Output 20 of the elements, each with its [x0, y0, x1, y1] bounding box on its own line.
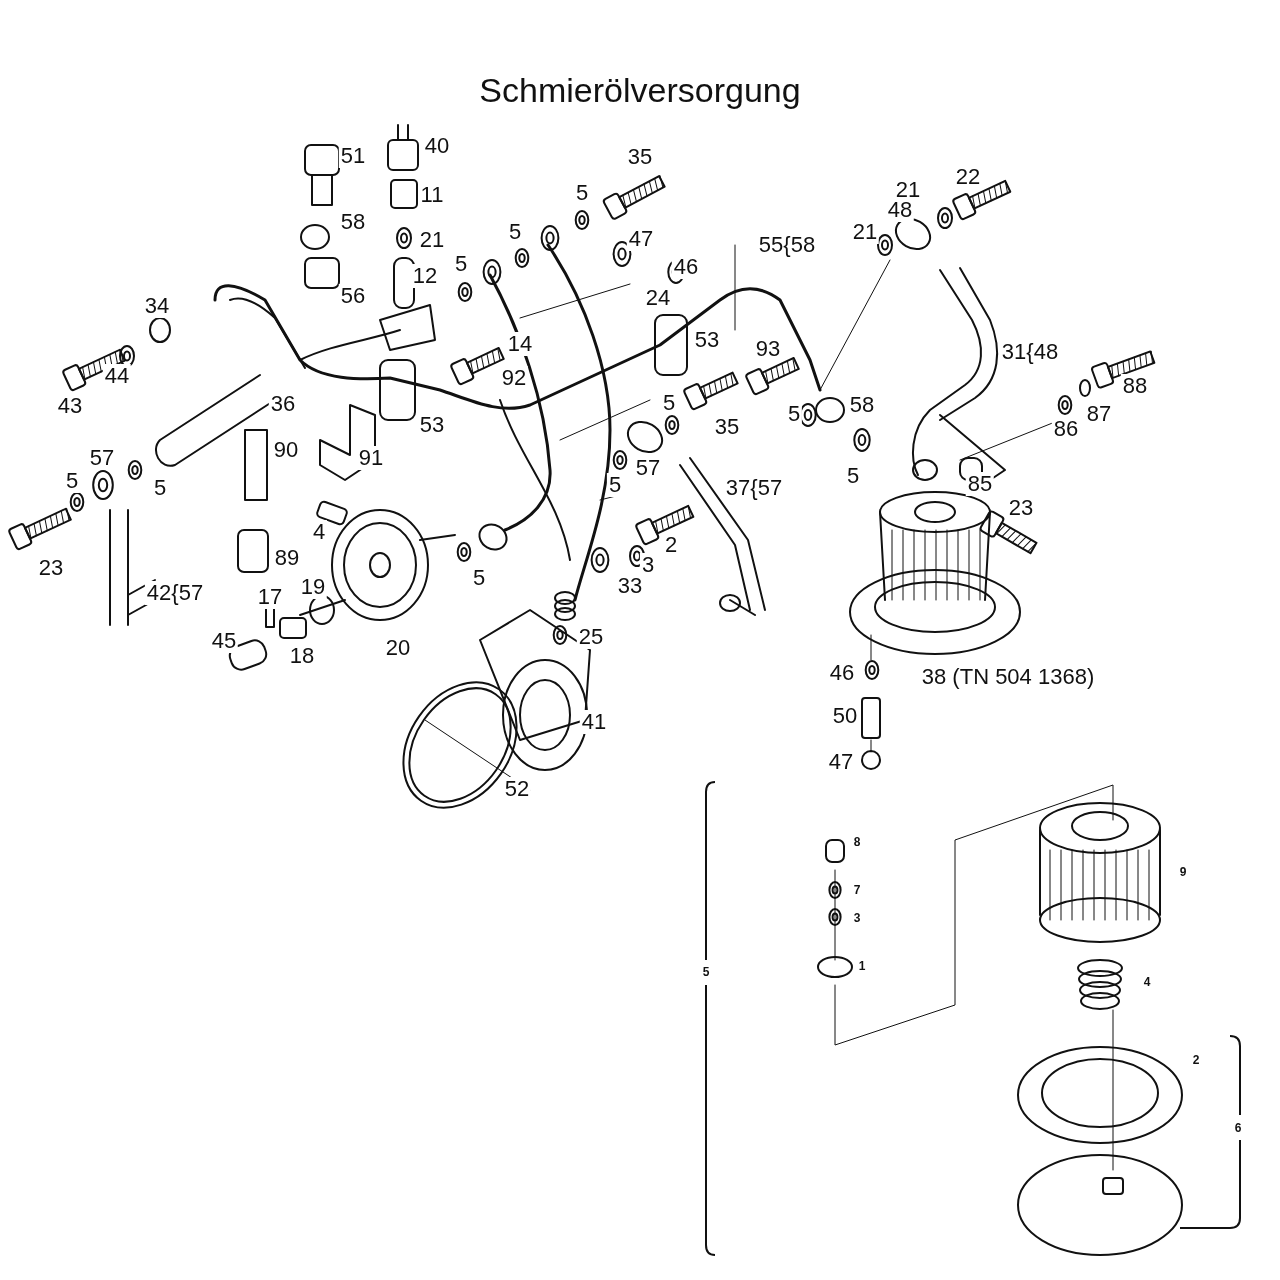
callout-number: 12 [410, 264, 440, 288]
callout-number: 6 [1232, 1121, 1244, 1135]
callout-number: 5 [606, 473, 624, 497]
callout-number: 37{57 [723, 476, 785, 500]
callout-number: 51 [338, 144, 368, 168]
callout-number: 5 [700, 965, 712, 979]
callout-number: 9 [1177, 865, 1189, 879]
callout-number: 31{48 [999, 340, 1061, 364]
callout-number: 3 [851, 911, 863, 925]
callout-number: 2 [1190, 1053, 1202, 1067]
callout-number: 8 [851, 835, 863, 849]
callout-number: 41 [579, 710, 609, 734]
callout-number: 4 [1141, 975, 1153, 989]
callout-number: 1 [856, 959, 868, 973]
callout-number: 55{58 [756, 233, 818, 257]
callout-number: 85 [965, 472, 995, 496]
callout-number: 91 [356, 446, 386, 470]
callout-number: 42{57 [144, 581, 206, 605]
callout-number: 7 [851, 883, 863, 897]
diagram-title: Schmierölversorgung [479, 70, 801, 110]
